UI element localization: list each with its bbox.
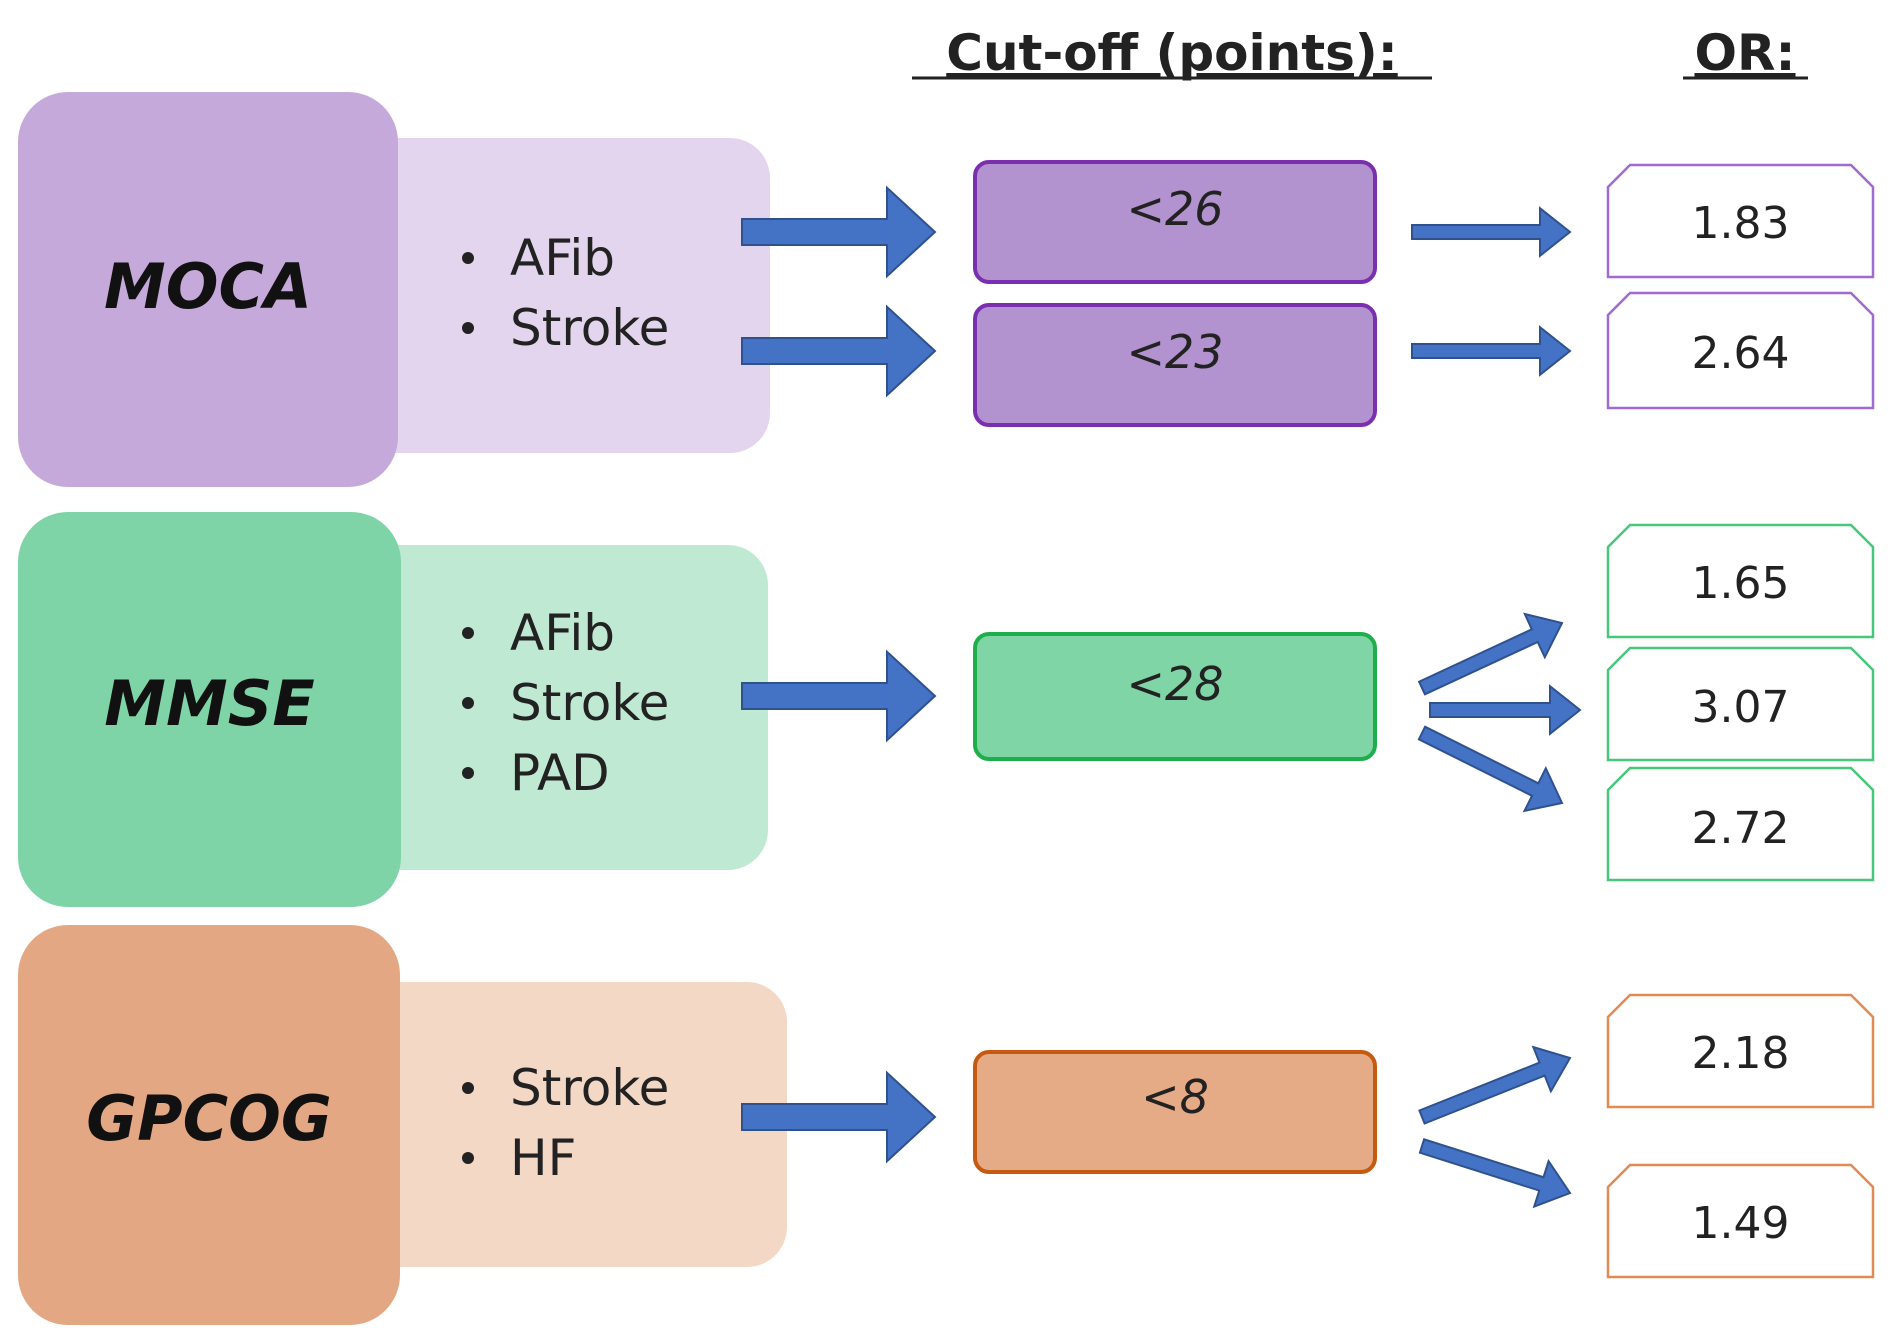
cutoff-label: <26 — [1126, 182, 1223, 236]
test-panel — [18, 925, 400, 1325]
cutoff-label: <28 — [1126, 657, 1223, 711]
condition-label: AFib — [510, 604, 615, 662]
or-box — [1606, 993, 1875, 1109]
arrow-right-icon — [1417, 612, 1564, 696]
or-value: 1.83 — [1692, 198, 1790, 249]
test-panel — [18, 512, 401, 907]
bullet-icon — [462, 627, 474, 639]
or-value: 1.49 — [1692, 1198, 1790, 1249]
arrow-right-icon — [741, 1070, 937, 1164]
or-value: 2.64 — [1692, 328, 1790, 379]
cutoff-label: <23 — [1126, 325, 1223, 379]
arrow-right-icon — [1417, 725, 1564, 813]
condition-panel — [342, 982, 787, 1267]
bullet-icon — [462, 1152, 474, 1164]
or-box — [1606, 291, 1875, 410]
test-name: MOCA — [104, 250, 312, 323]
test-name: MMSE — [104, 667, 314, 740]
condition-panel — [343, 545, 768, 870]
arrow-right-icon — [1429, 684, 1582, 736]
cutoff-header: Cut-off (points): — [946, 24, 1397, 82]
or-header: OR: — [1694, 24, 1795, 82]
condition-label: Stroke — [510, 1059, 669, 1117]
or-box — [1606, 646, 1875, 762]
arrow-right-icon — [1418, 1138, 1572, 1209]
cutoff-box — [973, 160, 1377, 284]
cutoff-box — [973, 632, 1377, 761]
bullet-icon — [462, 322, 474, 334]
arrow-right-icon — [741, 185, 937, 279]
bullet-icon — [462, 697, 474, 709]
or-value: 2.18 — [1692, 1028, 1790, 1079]
or-value: 1.65 — [1692, 558, 1790, 609]
bullet-icon — [462, 252, 474, 264]
arrow-right-icon — [741, 304, 937, 398]
condition-panel — [340, 138, 770, 453]
condition-label: PAD — [510, 744, 610, 802]
condition-label: Stroke — [510, 674, 669, 732]
or-value: 2.72 — [1692, 803, 1790, 854]
headers: Cut-off (points): OR: — [912, 24, 1808, 82]
cutoff-label: <8 — [1141, 1070, 1209, 1124]
arrow-right-icon — [1411, 325, 1572, 377]
or-value: 3.07 — [1692, 682, 1790, 733]
test-panel — [18, 92, 398, 487]
condition-label: HF — [510, 1129, 576, 1187]
arrow-right-icon — [1411, 206, 1572, 258]
arrow-right-icon — [741, 649, 937, 743]
or-box — [1606, 523, 1875, 639]
test-name: GPCOG — [86, 1082, 331, 1155]
or-box — [1606, 1163, 1875, 1279]
bullet-icon — [462, 767, 474, 779]
cutoff-box — [973, 303, 1377, 427]
condition-label: AFib — [510, 229, 615, 287]
cutoff-box — [973, 1050, 1377, 1174]
bullet-icon — [462, 1082, 474, 1094]
or-box — [1606, 163, 1875, 279]
condition-label: Stroke — [510, 299, 669, 357]
or-box — [1606, 766, 1875, 882]
arrow-right-icon — [1418, 1045, 1572, 1125]
